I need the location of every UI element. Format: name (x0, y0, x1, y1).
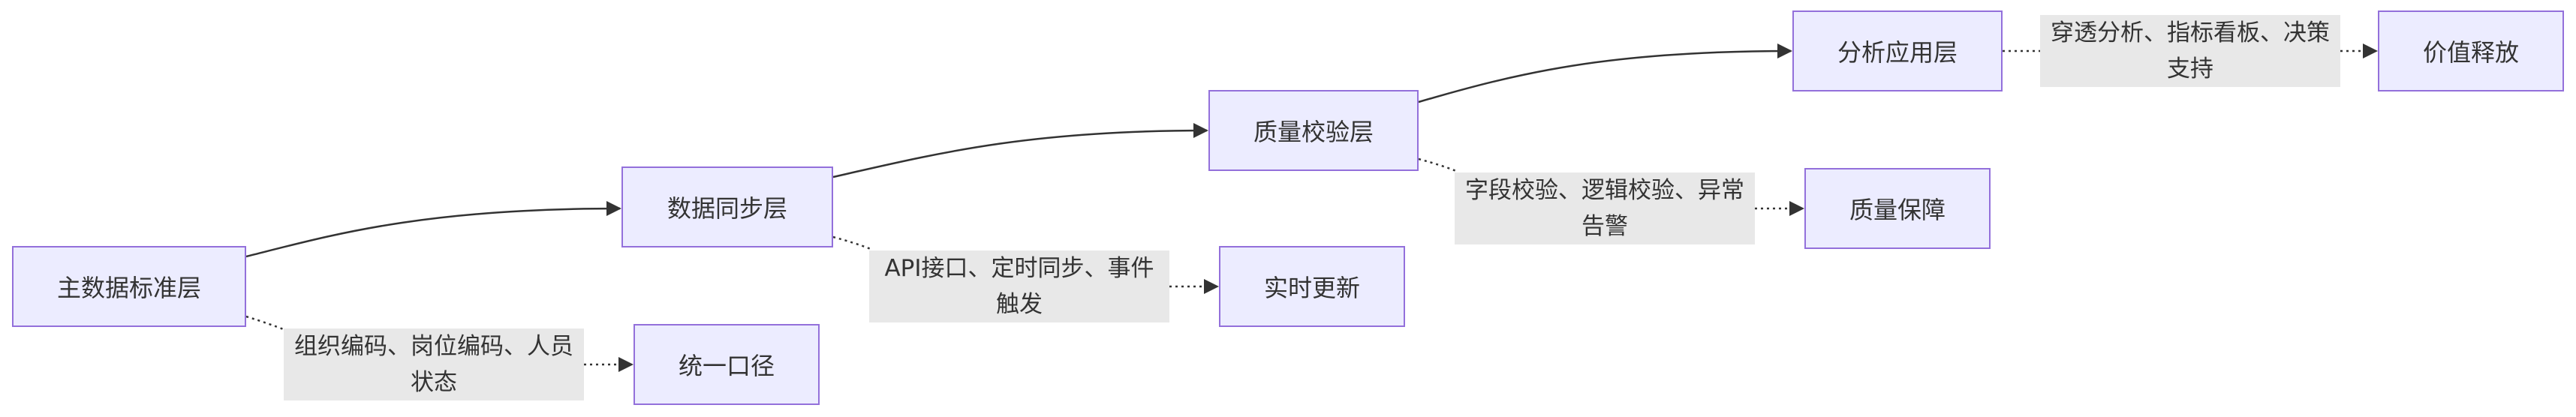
edge-quality-to-analysis (1418, 44, 1792, 104)
edge-label-sync-realtime: API接口、定时同步、事件触发 (869, 250, 1169, 322)
node-realtime-update: 实时更新 (1219, 246, 1405, 327)
edge-quality-to-assurance (1418, 158, 1803, 208)
edge-master-to-sync (245, 201, 621, 258)
edge-label-analysis-value: 穿透分析、指标看板、决策支持 (2040, 15, 2340, 87)
edge-label-quality-assurance: 字段校验、逻辑校验、异常告警 (1455, 172, 1755, 244)
node-quality-assurance: 质量保障 (1804, 168, 1991, 249)
node-master-data-standard: 主数据标准层 (12, 246, 246, 327)
edge-sync-to-quality (832, 123, 1208, 178)
node-unified-definition: 统一口径 (633, 324, 820, 405)
node-quality-check: 质量校验层 (1208, 90, 1419, 171)
edge-master-to-unified (245, 315, 632, 364)
node-analysis-application: 分析应用层 (1792, 10, 2003, 92)
edge-label-master-unified: 组织编码、岗位编码、人员状态 (284, 328, 584, 400)
edge-sync-to-realtime (832, 236, 1217, 286)
node-data-sync: 数据同步层 (621, 166, 833, 248)
node-value-release: 价值释放 (2378, 10, 2564, 92)
